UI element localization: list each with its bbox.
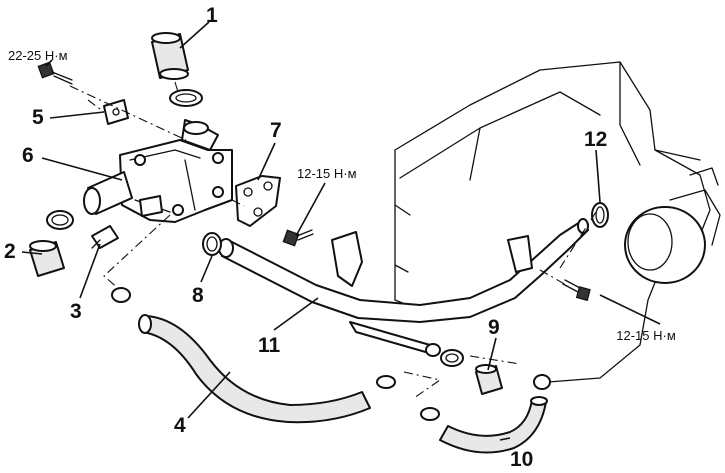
torque-label-top-left: 22-25 Н·м	[8, 48, 68, 63]
hose-clamp-top	[169, 89, 203, 107]
bolt-top-left	[37, 61, 73, 85]
hose-clamp-4	[376, 375, 396, 389]
bracket-5	[103, 99, 129, 125]
sensor-3	[91, 225, 119, 249]
upper-hose-piece	[151, 32, 189, 80]
callout-2: 2	[4, 240, 16, 263]
hose-clamp-lower-left	[111, 287, 131, 303]
hose-clamp-10	[420, 407, 440, 421]
callout-1: 1	[206, 4, 218, 27]
hose-10	[439, 396, 548, 454]
short-hose-9	[475, 364, 503, 395]
leader-lines	[21, 21, 661, 441]
callout-9: 9	[488, 316, 500, 339]
torque-label-middle: 12-15 Н·м	[297, 166, 357, 181]
hose-clamp-left	[46, 210, 74, 230]
callout-11: 11	[258, 334, 281, 357]
callout-7: 7	[270, 119, 282, 142]
torque-label-right: 12-15 Н·м	[616, 328, 676, 343]
small-hose-2	[29, 240, 65, 277]
engine-block	[394, 61, 721, 383]
gasket-7	[235, 175, 281, 227]
bolt-middle	[282, 229, 314, 247]
callout-4: 4	[174, 414, 186, 437]
oil-filter	[624, 206, 706, 284]
callout-10: 10	[510, 448, 533, 471]
assembly-lines	[69, 81, 597, 399]
thermostat-housing	[83, 119, 233, 223]
lower-hose-4	[138, 314, 371, 424]
callout-8: 8	[192, 284, 204, 307]
hose-clamp-9a	[440, 349, 464, 367]
o-ring-8	[202, 232, 222, 256]
callout-12: 12	[584, 128, 607, 151]
callout-6: 6	[22, 144, 34, 167]
hose-clamp-9b	[533, 374, 551, 390]
callout-3: 3	[70, 300, 82, 323]
o-ring-12	[591, 202, 609, 228]
callout-5: 5	[32, 106, 44, 129]
bolt-right	[562, 279, 591, 302]
water-pipe	[218, 218, 589, 357]
